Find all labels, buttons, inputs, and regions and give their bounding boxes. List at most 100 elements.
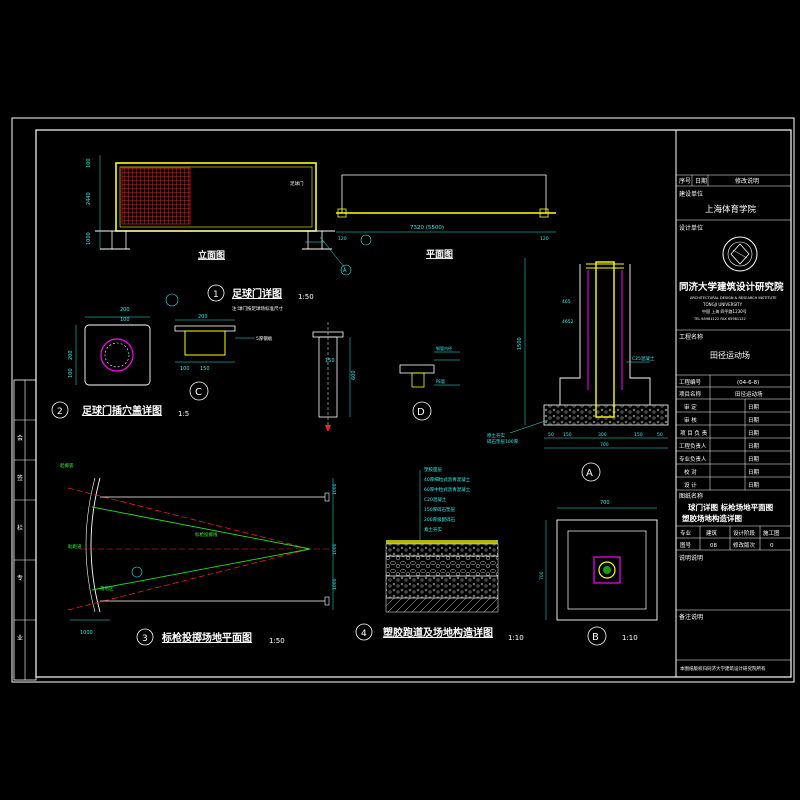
- arrow-icon: [325, 425, 331, 432]
- tb-sign-date: 日期: [748, 417, 760, 424]
- tb-sign-date: 日期: [748, 469, 760, 476]
- jav-label: 助跑道: [68, 543, 82, 550]
- tb-item-label: 项目名称: [679, 390, 702, 398]
- ref-c: C: [195, 387, 202, 398]
- dim-text: 200: [68, 350, 74, 360]
- tb-institute-en: TONGJI UNIVERSITY: [702, 302, 743, 307]
- jav-label: 起掷弧: [60, 462, 74, 469]
- a-right-label: C25混凝土: [632, 355, 655, 362]
- tb-projno: (04-6-8): [737, 380, 759, 386]
- plan-dim-small: 120: [540, 236, 549, 242]
- dim-text: 100: [68, 368, 74, 378]
- d1-title: 足球门详图: [232, 287, 282, 300]
- d3-scale: 1:50: [269, 637, 285, 645]
- strip-label: 业: [17, 634, 23, 642]
- tb-institute-name: 同济大学建筑设计研究院: [679, 281, 784, 293]
- plan-dim: 7320 (5500): [410, 225, 444, 231]
- dim-text: 300: [598, 432, 607, 438]
- dim-text: 150: [563, 432, 572, 438]
- tb-drawing-name-2: 塑胶场地构造详图: [682, 513, 742, 523]
- d2-num: 2: [57, 407, 63, 417]
- dim-text: 700: [600, 500, 610, 506]
- lid-detail: 200 100 100 200 2 足球门插穴盖详图 1:5: [51, 293, 189, 419]
- tb-remark2: 备注说明: [679, 613, 703, 621]
- d-note: 5厚钢板: [256, 335, 273, 342]
- layer-label: 150厚碎石垫层: [424, 506, 456, 513]
- tb-institute-sub: ARCHITECTURAL DESIGN & RESEARCH INSTITUT…: [690, 296, 776, 300]
- dim-text: 200: [198, 314, 208, 320]
- tb-remark1: 说明说明: [679, 554, 703, 562]
- tb-project-name: 田径运动场: [710, 350, 750, 360]
- ref-d: D: [417, 407, 425, 418]
- callout-a-circle: [340, 264, 352, 276]
- tb-sign-date: 日期: [748, 456, 760, 463]
- tb-no: 图号: [680, 541, 692, 549]
- d4-title: 塑胶跑道及场地构造详图: [383, 626, 493, 639]
- d1-note: 注:球门按足球场标准尺寸: [232, 305, 284, 312]
- tb-drawing-label: 图纸名称: [679, 492, 703, 500]
- plan-dim-small: 120: [338, 236, 347, 242]
- dim-text: 150: [200, 366, 210, 372]
- tb-sign-row: 工程负责人: [679, 442, 707, 450]
- tb-sign-row: 审 定: [684, 403, 697, 411]
- jav-label: 落地区: [100, 585, 114, 592]
- tb-sign-row: 专业负责人: [679, 455, 707, 463]
- tb-client-label: 建设单位: [679, 190, 703, 198]
- dim-text: 1000: [332, 578, 338, 590]
- tb-drawing-name-1: 球门详图 标枪场地平面图: [688, 502, 774, 512]
- tb-institute-tel: TEL 65981122 FAX 65981122: [693, 317, 746, 321]
- detail-d: 钢管内径 PE管 D: [399, 345, 460, 421]
- d1-num: 1: [213, 290, 219, 300]
- goal-net: [121, 167, 191, 225]
- dim-text: 50: [657, 432, 663, 438]
- ref-b-scale: 1:10: [622, 634, 638, 642]
- post-detail: 600 150: [312, 322, 357, 432]
- dim-text: 1500: [517, 337, 523, 350]
- tb-institute-addr: 中国 上海 四平路1230号: [702, 308, 747, 314]
- jav-label: 标枪投掷线: [195, 531, 218, 538]
- a-left-label-2: 碎石垫层100厚: [487, 438, 519, 445]
- elev-note: 足球门: [290, 180, 304, 187]
- tb-sign-row: 项 目 负 责: [680, 429, 708, 437]
- dim-text: 50: [548, 432, 554, 438]
- dim-text: 150: [325, 358, 335, 364]
- d2-scale: 1:5: [178, 410, 189, 418]
- tb-sign-date: 日期: [748, 430, 760, 437]
- tb-item-value: 田径运动场: [735, 390, 763, 398]
- tb-no: 修改版次: [733, 541, 756, 549]
- dim-text: 100: [120, 317, 130, 323]
- drawing-1-title: 1 足球门详图 1:50 注:球门按足球场标准尺寸: [207, 284, 314, 312]
- dim-text: 700: [539, 571, 545, 580]
- plan-title: 平面图: [426, 249, 453, 260]
- layer-label: 40厚细粒式沥青混凝土: [424, 476, 471, 483]
- footing-plan-b: 700 700 B 1:10: [539, 500, 658, 646]
- tb-no: 0: [770, 543, 774, 549]
- layer-label: 素土夯实: [424, 526, 442, 533]
- tb-footer: 本图纸版权归同济大学建筑设计研究院所有: [680, 665, 766, 672]
- ref-b: B: [592, 632, 599, 643]
- tb-client-name: 上海体育学院: [705, 204, 757, 215]
- tb-designer-label: 设计单位: [679, 224, 703, 232]
- d4-scale: 1:10: [508, 634, 524, 642]
- layer-label: C20混凝土: [424, 496, 447, 503]
- dim-text: 600: [351, 370, 357, 380]
- footing-section-a: 50 150 300 150 50 700 1500 465 4652 C25混…: [487, 258, 669, 482]
- layer-label: 塑胶面层: [424, 466, 442, 473]
- dim-text: 1000: [332, 483, 338, 495]
- tb-project-label: 工程名称: [679, 333, 703, 341]
- strip-label: 栏: [17, 524, 23, 532]
- dim-text: 150: [634, 432, 643, 438]
- tb-sign-row: 校 对: [684, 468, 697, 476]
- tb-spec: 专业: [680, 529, 692, 537]
- a-left-label-1: 原土夯实: [487, 432, 505, 439]
- d3-num: 3: [142, 634, 148, 644]
- strip-label: 会: [17, 434, 23, 442]
- title-block: 序号 日期 修改说明 建设单位 上海体育学院 设计单位 同济大学建筑设计研究院 …: [675, 129, 792, 678]
- dim-text: 2440: [86, 192, 92, 205]
- d-label: PE管: [436, 378, 445, 384]
- layer-label: 200厚级配碎石: [424, 516, 456, 523]
- left-sign-strip: 会 签 栏 专 业: [13, 379, 37, 681]
- tb-sign-date: 日期: [748, 482, 760, 489]
- tb-seq-label: 序号: [679, 177, 691, 185]
